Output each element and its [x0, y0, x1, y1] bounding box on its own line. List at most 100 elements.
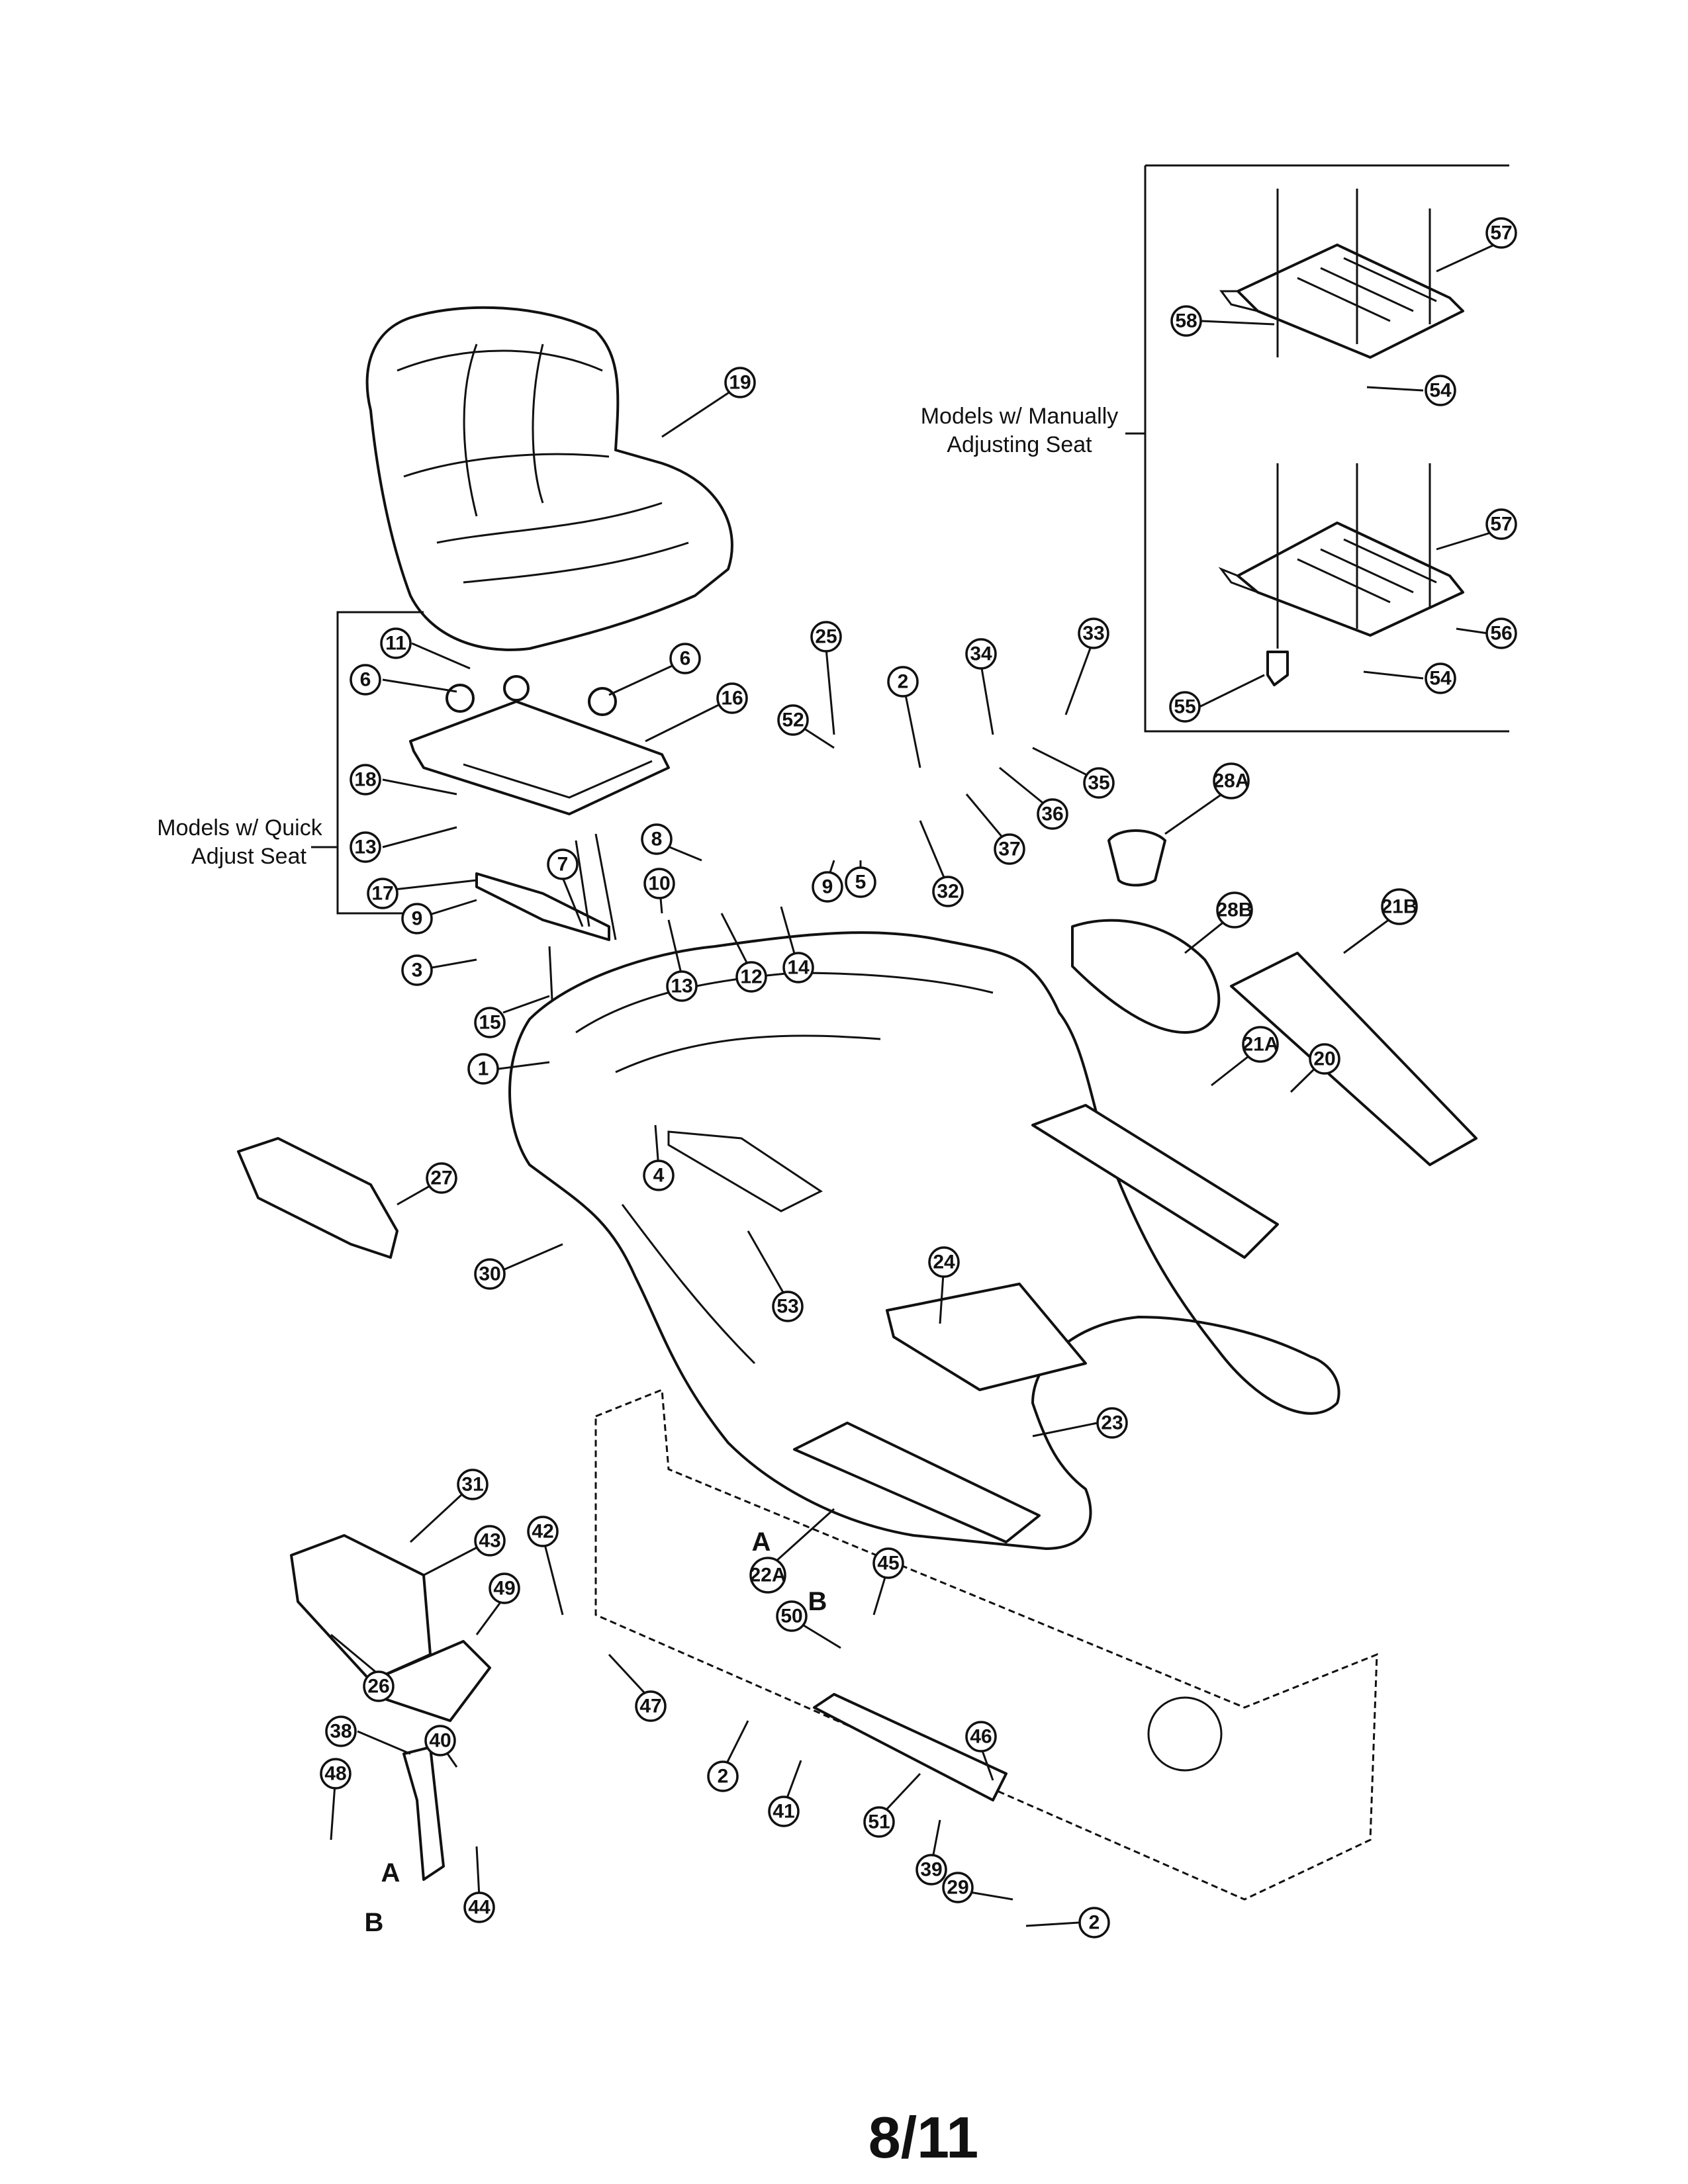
callout-circle: [777, 704, 809, 736]
svg-text:Models w/ Manually: Models w/ Manually: [921, 404, 1119, 429]
callout-circle: [872, 1547, 904, 1579]
callout-label: 49: [493, 1578, 515, 1600]
callout-6: 6: [669, 643, 701, 674]
callout-10: 10: [643, 868, 675, 899]
callout-circle: [669, 643, 701, 674]
callout-label: 52: [782, 709, 804, 731]
callout-35: 35: [1083, 767, 1115, 799]
callout-circle: [641, 823, 673, 855]
callout-circle: [768, 1796, 800, 1827]
callout-circle: [863, 1806, 895, 1838]
callout-label: 7: [557, 854, 569, 876]
callout-circle: [635, 1690, 667, 1722]
callout-22A: 22A: [749, 1557, 786, 1594]
callout-15: 15: [474, 1007, 506, 1038]
seat-plate-lower: [1218, 463, 1464, 686]
callout-circle: [1170, 305, 1202, 337]
callout-label: 47: [639, 1696, 661, 1717]
callout-33: 33: [1078, 617, 1109, 649]
callout-label: 10: [648, 873, 670, 895]
callout-circle: [489, 1572, 520, 1604]
callout-57: 57: [1485, 217, 1517, 249]
callout-circle: [363, 1670, 395, 1702]
callout-label: 8: [651, 829, 663, 850]
letter-a-lower: A: [381, 1858, 400, 1888]
callout-34: 34: [965, 638, 997, 670]
callout-label: 13: [354, 837, 376, 858]
callout-17: 17: [367, 878, 399, 909]
callout-label: 39: [920, 1859, 942, 1881]
callout-21A: 21A: [1242, 1026, 1279, 1063]
callout-circle: [735, 961, 767, 993]
callout-label: 27: [430, 1167, 452, 1189]
fender-30: [508, 931, 1340, 1550]
callout-label: 9: [412, 908, 423, 930]
callout-2: 2: [887, 666, 919, 698]
callout-label: 55: [1174, 696, 1196, 718]
callout-label: 14: [787, 957, 810, 979]
console-28b: [1071, 919, 1221, 1034]
letter-a-upper: A: [752, 1527, 771, 1557]
callout-circle: [547, 848, 579, 880]
callout-circle: [1096, 1407, 1128, 1439]
callout-label: 1: [478, 1058, 489, 1080]
callout-19: 19: [724, 367, 756, 398]
callout-27: 27: [426, 1162, 457, 1194]
control-panel-27: [237, 1137, 399, 1259]
callout-52: 52: [777, 704, 809, 736]
callout-6: 6: [350, 664, 381, 696]
callout-circle: [1216, 891, 1253, 929]
callout-46: 46: [965, 1721, 997, 1752]
callout-circle: [1309, 1043, 1340, 1075]
svg-text:Adjusting Seat: Adjusting Seat: [947, 432, 1092, 457]
frame: [594, 1388, 1378, 1901]
callout-circle: [749, 1557, 786, 1594]
callout-41: 41: [768, 1796, 800, 1827]
callout-23: 23: [1096, 1407, 1128, 1439]
callout-label: 16: [721, 688, 743, 709]
callout-circle: [1381, 888, 1418, 925]
callout-circle: [474, 1007, 506, 1038]
callout-label: 38: [330, 1721, 352, 1743]
seat-plate-upper: [1219, 189, 1464, 359]
callout-18: 18: [350, 764, 381, 796]
callout-circle: [401, 903, 433, 934]
callout-label: 35: [1088, 772, 1109, 794]
callout-5: 5: [845, 866, 876, 898]
callout-label: 22A: [749, 1565, 786, 1586]
callout-3: 3: [401, 954, 433, 986]
callout-label: 54: [1429, 380, 1452, 402]
callout-label: 29: [947, 1877, 968, 1899]
callout-circle: [845, 866, 876, 898]
callout-label: 50: [780, 1606, 802, 1627]
manual-seat-inset: [1125, 164, 1509, 733]
callout-label: 34: [970, 643, 992, 665]
callout-circle: [350, 664, 381, 696]
callout-circle: [1213, 762, 1250, 799]
callout-circle: [932, 876, 964, 907]
callout-label: 9: [822, 876, 833, 898]
callout-label: 21A: [1242, 1034, 1278, 1056]
callout-label: 58: [1175, 310, 1197, 332]
footrest-22a: [793, 1422, 1041, 1543]
lever-38: [402, 1746, 445, 1881]
callout-39: 39: [915, 1854, 947, 1886]
callout-29: 29: [942, 1872, 974, 1903]
callout-14: 14: [782, 952, 814, 983]
callout-circle: [772, 1291, 804, 1322]
callout-circle: [367, 878, 399, 909]
callout-circle: [810, 621, 842, 653]
callout-label: 17: [371, 883, 393, 905]
callout-31: 31: [457, 1469, 489, 1500]
page-number: 8/11: [868, 2105, 978, 2170]
callout-54: 54: [1425, 375, 1456, 406]
callout-circle: [707, 1760, 739, 1792]
letter-b-lower: B: [365, 1908, 384, 1937]
callout-44: 44: [463, 1891, 495, 1923]
callout-20: 20: [1309, 1043, 1340, 1075]
callout-label: 15: [479, 1012, 500, 1034]
letter-markers: A B A B: [365, 1527, 827, 1937]
callout-28A: 28A: [1213, 762, 1250, 799]
callout-circle: [1485, 217, 1517, 249]
callout-25: 25: [810, 621, 842, 653]
